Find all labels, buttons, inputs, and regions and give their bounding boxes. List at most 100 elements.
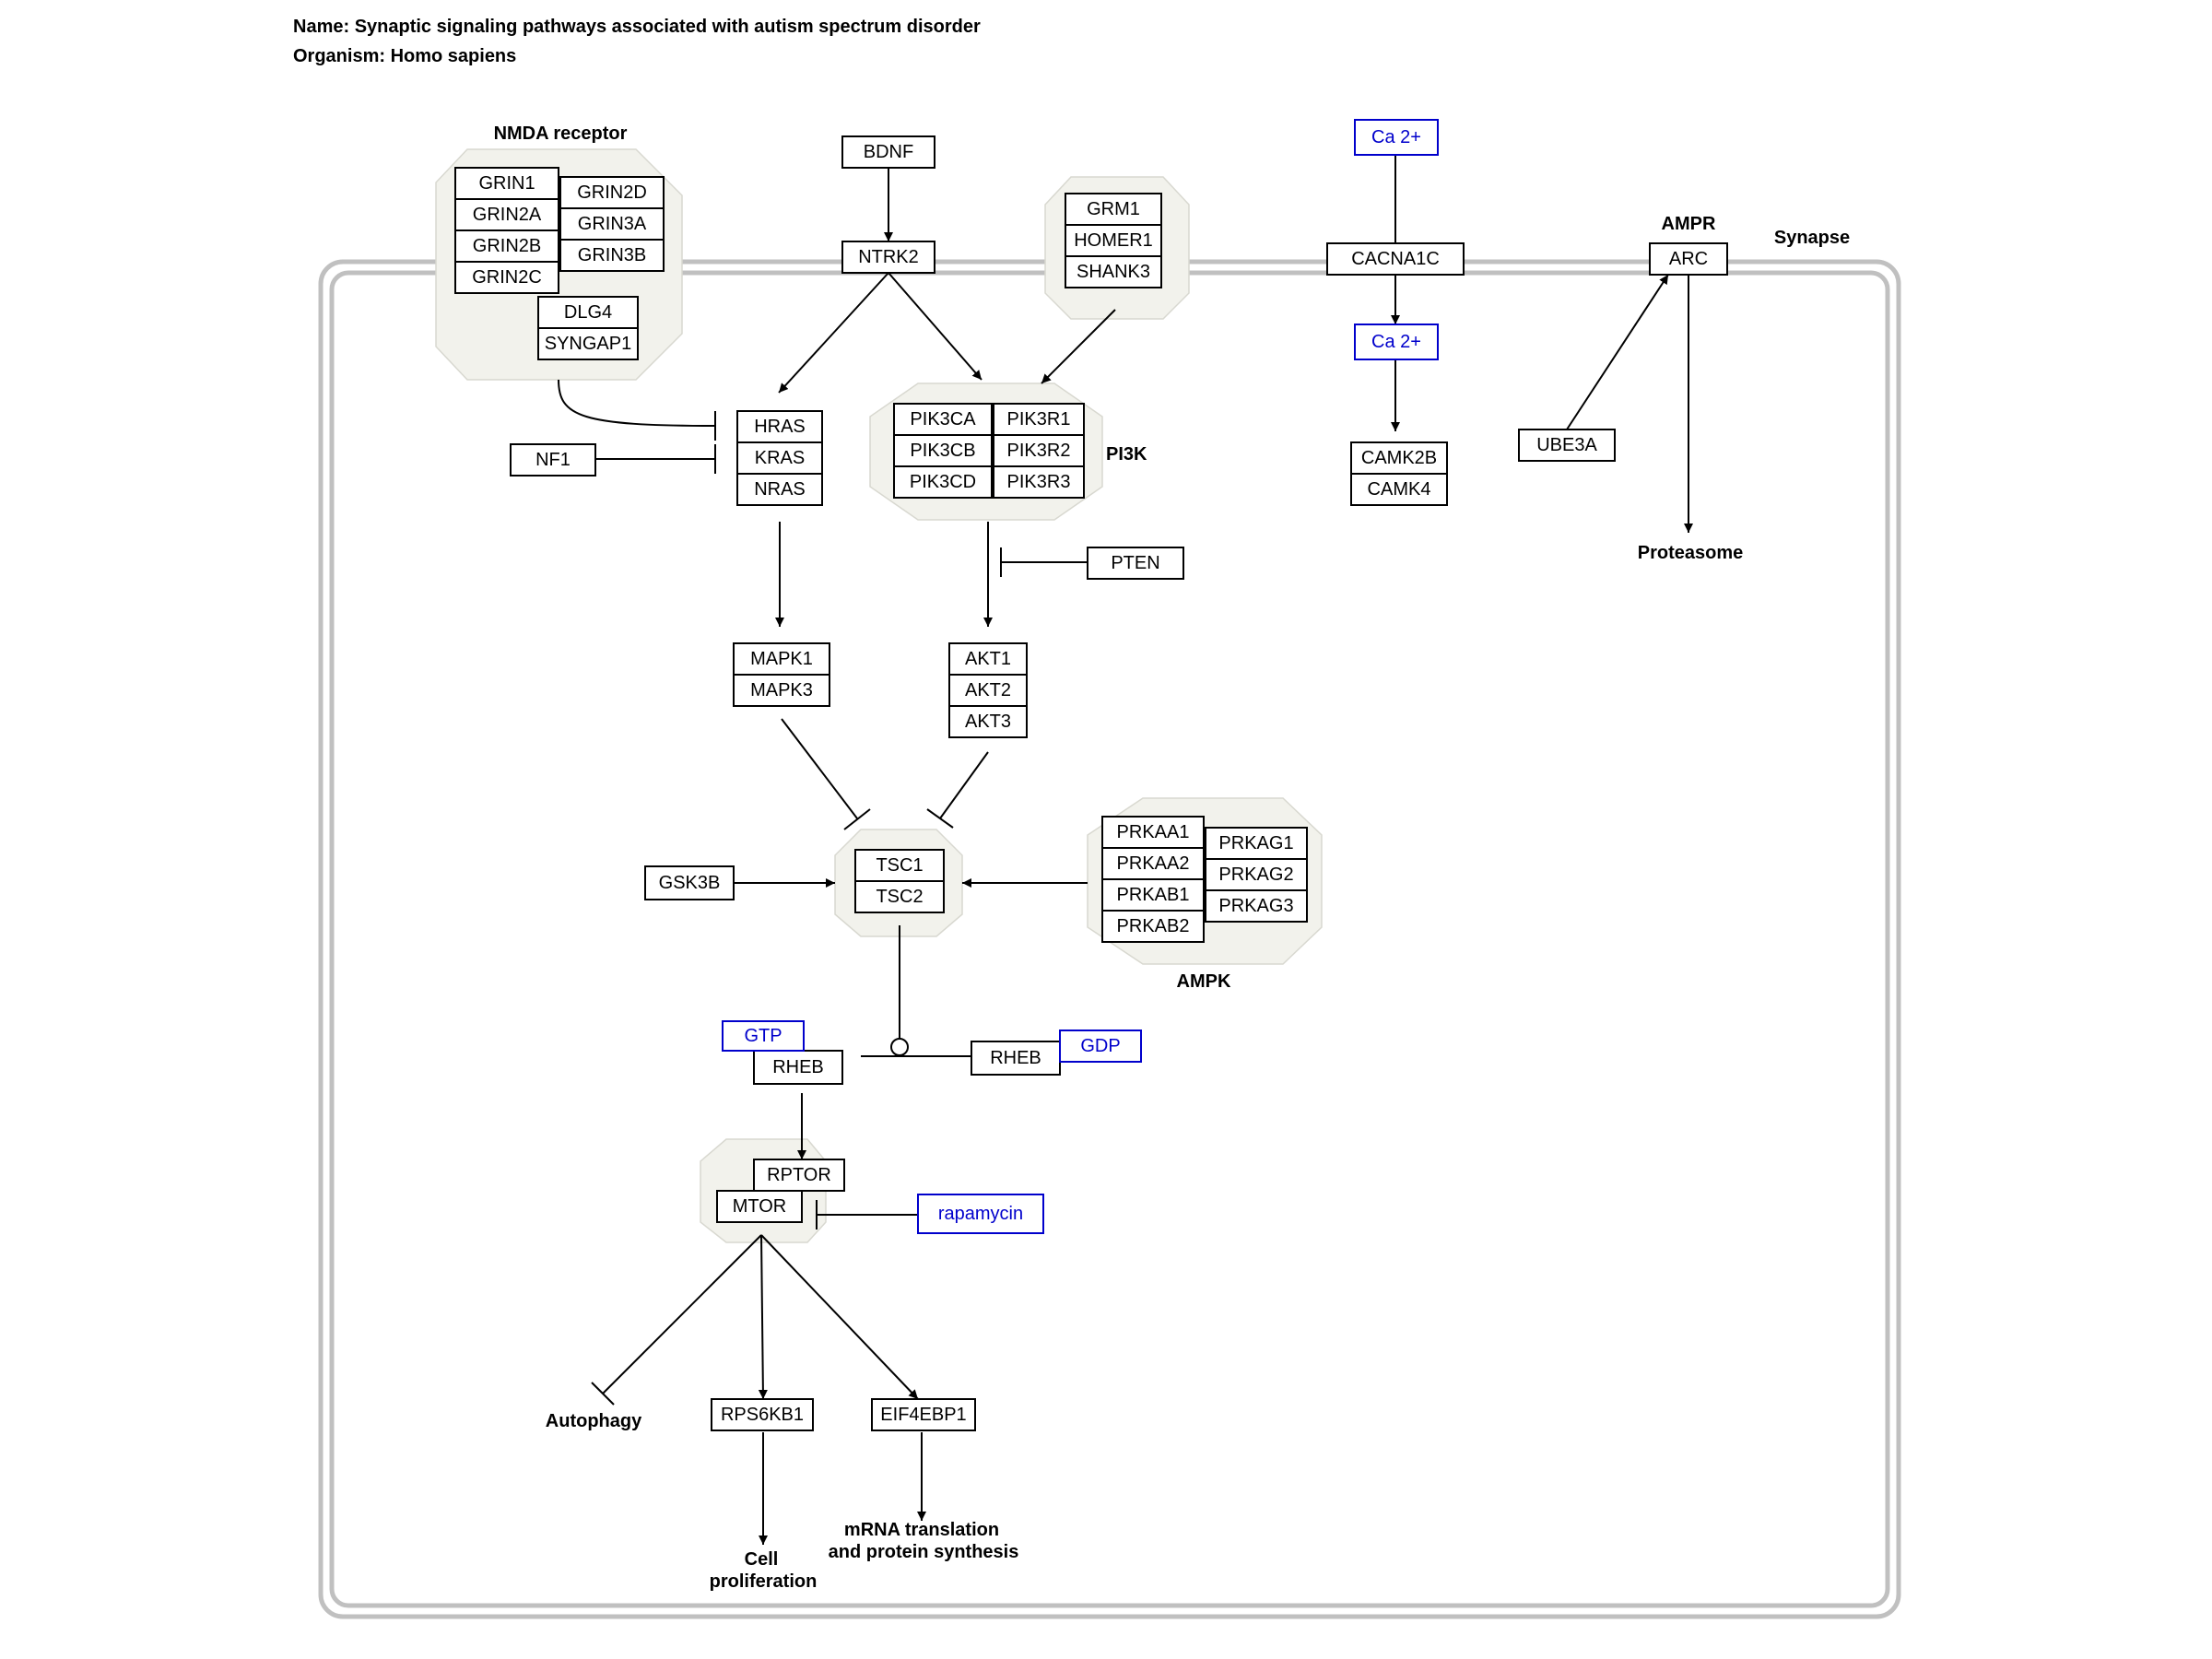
node-label: CACNA1C bbox=[1351, 249, 1440, 269]
node-rheb-gdp[interactable]: RHEB bbox=[971, 1041, 1061, 1076]
edge-mtor-autophagy-inhibit bbox=[602, 1234, 762, 1394]
node-label: PRKAG3 bbox=[1218, 896, 1293, 916]
node-label: GRIN2B bbox=[473, 236, 541, 256]
node-label: AKT3 bbox=[965, 712, 1011, 732]
label-ampr: AMPR bbox=[1662, 214, 1716, 234]
node-grm1[interactable]: GRM1 bbox=[1065, 193, 1162, 226]
diagram-organism: Organism: Homo sapiens bbox=[293, 46, 517, 66]
node-label: Ca 2+ bbox=[1371, 332, 1421, 352]
node-label: AKT1 bbox=[965, 649, 1011, 669]
node-prkaa1[interactable]: PRKAA1 bbox=[1101, 816, 1205, 849]
node-shank3[interactable]: SHANK3 bbox=[1065, 255, 1162, 288]
node-rps6kb1[interactable]: RPS6KB1 bbox=[711, 1398, 814, 1431]
node-label: TSC2 bbox=[876, 887, 923, 907]
node-prkab2[interactable]: PRKAB2 bbox=[1101, 910, 1205, 943]
node-label: HOMER1 bbox=[1074, 230, 1153, 251]
node-rapamycin[interactable]: rapamycin bbox=[917, 1194, 1044, 1234]
node-label: RHEB bbox=[772, 1057, 824, 1077]
node-grin2b[interactable]: GRIN2B bbox=[454, 229, 559, 263]
node-label: RHEB bbox=[990, 1048, 1041, 1068]
node-hras[interactable]: HRAS bbox=[736, 410, 823, 443]
node-label: GSK3B bbox=[659, 873, 721, 893]
node-dlg4[interactable]: DLG4 bbox=[537, 296, 639, 329]
node-label: PIK3CB bbox=[910, 441, 975, 461]
node-rptor[interactable]: RPTOR bbox=[753, 1159, 845, 1192]
node-label: NF1 bbox=[535, 450, 571, 470]
node-gsk3b[interactable]: GSK3B bbox=[644, 865, 735, 900]
inhibit-bar-mapk bbox=[843, 808, 871, 830]
node-mapk3[interactable]: MAPK3 bbox=[733, 674, 830, 707]
node-label: ARC bbox=[1669, 249, 1708, 269]
node-prkaa2[interactable]: PRKAA2 bbox=[1101, 847, 1205, 880]
node-label: MAPK1 bbox=[750, 649, 813, 669]
node-prkab1[interactable]: PRKAB1 bbox=[1101, 878, 1205, 912]
node-label: KRAS bbox=[755, 448, 805, 468]
node-prkag1[interactable]: PRKAG1 bbox=[1205, 827, 1308, 860]
node-homer1[interactable]: HOMER1 bbox=[1065, 224, 1162, 257]
node-ntrk2[interactable]: NTRK2 bbox=[841, 241, 935, 274]
node-camk2b[interactable]: CAMK2B bbox=[1350, 441, 1448, 475]
node-pik3r1[interactable]: PIK3R1 bbox=[993, 403, 1085, 436]
node-akt3[interactable]: AKT3 bbox=[948, 705, 1028, 738]
node-akt1[interactable]: AKT1 bbox=[948, 642, 1028, 676]
node-grin3b[interactable]: GRIN3B bbox=[559, 239, 665, 272]
node-gtp[interactable]: GTP bbox=[722, 1020, 805, 1052]
node-cacna1c[interactable]: CACNA1C bbox=[1326, 242, 1465, 276]
label-nmda-receptor: NMDA receptor bbox=[494, 124, 628, 144]
node-pik3cb[interactable]: PIK3CB bbox=[893, 434, 993, 467]
node-label: GRIN2A bbox=[473, 205, 542, 225]
label-autophagy: Autophagy bbox=[546, 1411, 642, 1431]
node-label: PIK3R3 bbox=[1007, 472, 1071, 492]
node-label: PTEN bbox=[1111, 553, 1159, 573]
node-ube3a[interactable]: UBE3A bbox=[1518, 429, 1616, 462]
node-grin3a[interactable]: GRIN3A bbox=[559, 207, 665, 241]
node-syngap1[interactable]: SYNGAP1 bbox=[537, 327, 639, 360]
node-ca2-intracellular[interactable]: Ca 2+ bbox=[1354, 324, 1439, 360]
edge-akt-tsc-inhibit bbox=[939, 751, 989, 819]
node-ca2-extracellular[interactable]: Ca 2+ bbox=[1354, 119, 1439, 156]
node-label: PIK3R2 bbox=[1007, 441, 1071, 461]
label-ampk: AMPK bbox=[1177, 971, 1231, 992]
node-eif4ebp1[interactable]: EIF4EBP1 bbox=[871, 1398, 976, 1431]
node-mapk1[interactable]: MAPK1 bbox=[733, 642, 830, 676]
node-label: RPS6KB1 bbox=[721, 1405, 804, 1425]
edge-ube3a-arc bbox=[1566, 274, 1669, 430]
node-arc[interactable]: ARC bbox=[1649, 242, 1728, 276]
node-grin1[interactable]: GRIN1 bbox=[454, 167, 559, 200]
label-synapse: Synapse bbox=[1774, 228, 1850, 248]
node-label: PRKAB1 bbox=[1117, 885, 1190, 905]
node-label: GRIN1 bbox=[478, 173, 535, 194]
node-akt2[interactable]: AKT2 bbox=[948, 674, 1028, 707]
node-tsc1[interactable]: TSC1 bbox=[854, 849, 945, 882]
label-pi3k: PI3K bbox=[1106, 444, 1147, 465]
edge-mapk-tsc-inhibit bbox=[781, 718, 858, 819]
node-prkag3[interactable]: PRKAG3 bbox=[1205, 889, 1308, 923]
node-grin2c[interactable]: GRIN2C bbox=[454, 261, 559, 294]
node-label: PRKAA1 bbox=[1117, 822, 1190, 842]
node-kras[interactable]: KRAS bbox=[736, 441, 823, 475]
node-label: RPTOR bbox=[767, 1165, 831, 1185]
node-pik3ca[interactable]: PIK3CA bbox=[893, 403, 993, 436]
node-pik3cd[interactable]: PIK3CD bbox=[893, 465, 993, 499]
node-camk4[interactable]: CAMK4 bbox=[1350, 473, 1448, 506]
diagram-name: Name: Synaptic signaling pathways associ… bbox=[293, 17, 981, 37]
node-bdnf[interactable]: BDNF bbox=[841, 135, 935, 169]
node-mtor[interactable]: MTOR bbox=[716, 1190, 803, 1223]
node-label: PIK3CA bbox=[910, 409, 976, 429]
node-nf1[interactable]: NF1 bbox=[510, 443, 596, 477]
node-pik3r3[interactable]: PIK3R3 bbox=[993, 465, 1085, 499]
node-prkag2[interactable]: PRKAG2 bbox=[1205, 858, 1308, 891]
edge-ntrk2-pi3k bbox=[888, 272, 982, 381]
node-pten[interactable]: PTEN bbox=[1087, 547, 1184, 580]
node-label: UBE3A bbox=[1536, 435, 1597, 455]
node-rheb-gtp[interactable]: RHEB bbox=[753, 1050, 843, 1085]
node-gdp[interactable]: GDP bbox=[1059, 1030, 1142, 1063]
node-grin2a[interactable]: GRIN2A bbox=[454, 198, 559, 231]
node-tsc2[interactable]: TSC2 bbox=[854, 880, 945, 913]
node-label: TSC1 bbox=[876, 855, 923, 876]
node-nras[interactable]: NRAS bbox=[736, 473, 823, 506]
edge-mtor-rps6kb1 bbox=[758, 1234, 768, 1400]
node-grin2d[interactable]: GRIN2D bbox=[559, 176, 665, 209]
node-pik3r2[interactable]: PIK3R2 bbox=[993, 434, 1085, 467]
